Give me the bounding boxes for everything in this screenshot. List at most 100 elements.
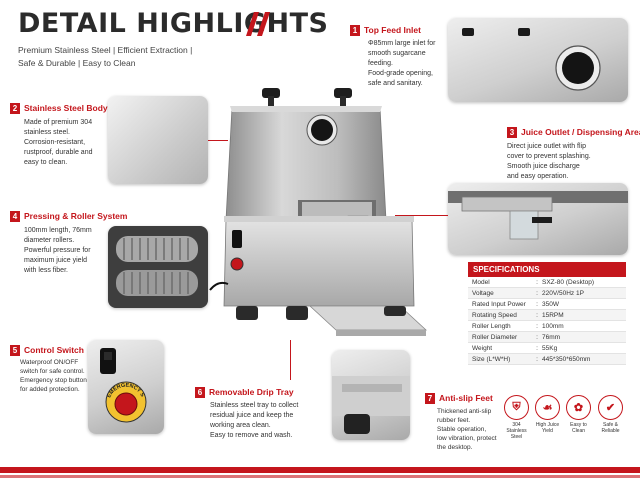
section-6-line: residual juice and keep the [210, 412, 294, 419]
section-4-text: 100mm length, 76mm diameter rollers. Pow… [24, 226, 110, 276]
spec-row: Voltage:220V/50Hz 1P [468, 288, 626, 299]
section-7-line: the desktop. [437, 444, 473, 451]
specifications-table: SPECIFICATIONS Model:SXZ-80 (Desktop) Vo… [468, 262, 626, 365]
steel-body-closeup-photo [108, 96, 208, 184]
section-7-title: Anti-slip Feet [439, 393, 493, 403]
title-slash-decoration [246, 12, 270, 36]
section-4-line: maximum juice yield [24, 257, 88, 264]
spec-key: Model [472, 279, 490, 286]
section-3-text: Direct juice outlet with flip cover to p… [507, 142, 627, 182]
feature-label: Safe &Reliable [597, 422, 624, 434]
footer-accent-bar-thin [0, 475, 640, 478]
section-2-number: 2 [10, 103, 20, 115]
section-3-line: and easy operation. [507, 173, 569, 180]
anti-slip-feet-closeup-photo [332, 350, 410, 440]
subtitle-line-1: Premium Stainless Steel | Efficient Extr… [18, 45, 193, 55]
spec-value: 350W [542, 301, 559, 308]
subtitle-line-2: Safe & Durable | Easy to Clean [18, 58, 136, 68]
section-1-line: smooth sugarcane [368, 50, 426, 57]
spec-row: Model:SXZ-80 (Desktop) [468, 277, 626, 288]
section-7-heading: 7 Anti-slip Feet [425, 393, 493, 405]
spec-value: SXZ-80 (Desktop) [542, 279, 595, 286]
section-1-title: Top Feed Inlet [364, 25, 421, 35]
section-1-line: Φ85mm large inlet for [368, 40, 436, 47]
section-6-line: working area clean. [210, 422, 271, 429]
feature-label: Easy to Clean [565, 422, 592, 434]
spec-row: Rotating Speed:15RPM [468, 310, 626, 321]
section-1-heading: 1 Top Feed Inlet [350, 25, 421, 37]
section-5-line: switch for safe control. [20, 368, 85, 375]
spec-key: Voltage [472, 290, 494, 297]
section-7-line: Thickened anti-slip [437, 408, 492, 415]
section-5-heading: 5 Control Switch [10, 345, 84, 357]
juice-drop-icon: ☙ [535, 395, 560, 420]
page-subtitle: Premium Stainless Steel | Efficient Extr… [18, 44, 192, 70]
feature-easy-to-clean: ✿ Easy to Clean [565, 395, 592, 434]
spec-row: Rated Input Power:350W [468, 299, 626, 310]
section-4-line: 100mm length, 76mm [24, 227, 92, 234]
feature-safe-reliable: ✔ Safe &Reliable [597, 395, 624, 434]
spec-key: Roller Diameter [472, 334, 518, 341]
juicer-machine-image [209, 88, 428, 336]
section-6-number: 6 [195, 387, 205, 399]
spec-key: Rotating Speed [472, 312, 517, 319]
spec-value: 55Kg [542, 345, 558, 352]
specifications-rows: Model:SXZ-80 (Desktop) Voltage:220V/50Hz… [468, 277, 626, 365]
section-7-line: Stable operation, [437, 426, 487, 433]
feature-label-line: Steel [510, 434, 523, 440]
section-2-leader-line [208, 140, 228, 141]
feature-label-line: Safe & [602, 422, 618, 428]
section-1-line: Food-grade opening, [368, 70, 433, 77]
cleaning-icon: ✿ [566, 395, 591, 420]
section-3-leader-line [395, 215, 448, 216]
section-2-title: Stainless Steel Body [24, 103, 108, 113]
section-7-number: 7 [425, 393, 435, 405]
section-6-leader-line [290, 340, 291, 380]
spec-value: 220V/50Hz 1P [542, 290, 584, 297]
section-6-heading: 6 Removable Drip Tray [195, 387, 294, 399]
section-3-number: 3 [507, 127, 517, 139]
spec-row: Roller Length:100mm [468, 321, 626, 332]
feature-label-line: 304 Stainless [506, 422, 527, 434]
section-2-text: Made of premium 304 stainless steel. Cor… [24, 118, 110, 168]
feed-inlet-closeup-photo [448, 18, 628, 102]
section-1-line: safe and sanitary. [368, 80, 423, 87]
section-1-number: 1 [350, 25, 360, 37]
spec-key: Roller Length [472, 323, 511, 330]
section-5-title: Control Switch [24, 345, 84, 355]
section-7-line: rubber feet. [437, 417, 471, 424]
section-6-line: Stainless steel tray to collect [210, 402, 299, 409]
specifications-title: SPECIFICATIONS [468, 262, 626, 277]
section-5-line: Waterproof ON/OFF [20, 359, 79, 366]
section-2-line: stainless steel. [24, 129, 70, 136]
section-5-line: for added protection. [20, 386, 80, 393]
spec-value: 76mm [542, 334, 561, 341]
section-3-line: Smooth juice discharge [507, 163, 580, 170]
roller-system-closeup-photo [108, 226, 208, 308]
spec-value: 445*350*650mm [542, 356, 591, 363]
spec-key: Rated Input Power [472, 301, 526, 308]
section-6-title: Removable Drip Tray [209, 387, 294, 397]
section-4-line: diameter rollers. [24, 237, 75, 244]
juice-outlet-closeup-photo [448, 183, 628, 255]
section-2-line: Corrosion-resistant, [24, 139, 86, 146]
feature-label-line: High Juice [535, 422, 560, 428]
spec-value: 15RPM [542, 312, 564, 319]
spec-row: Weight:55Kg [468, 343, 626, 354]
spec-row: Roller Diameter:76mm [468, 332, 626, 343]
section-6-line: Easy to remove and wash. [210, 432, 293, 439]
section-2-line: Made of premium 304 [24, 119, 93, 126]
spec-value: 100mm [542, 323, 564, 330]
spec-key: Size (L*W*H) [472, 356, 511, 363]
section-5-number: 5 [10, 345, 20, 357]
section-6-text: Stainless steel tray to collect residual… [210, 401, 328, 441]
svg-text:EMERGENCY STOP: EMERGENCY STOP [88, 340, 145, 399]
section-5-text: Waterproof ON/OFF switch for safe contro… [20, 358, 100, 394]
feature-label-line: Easy to Clean [570, 422, 587, 434]
section-3-line: cover to prevent splashing. [507, 153, 591, 160]
